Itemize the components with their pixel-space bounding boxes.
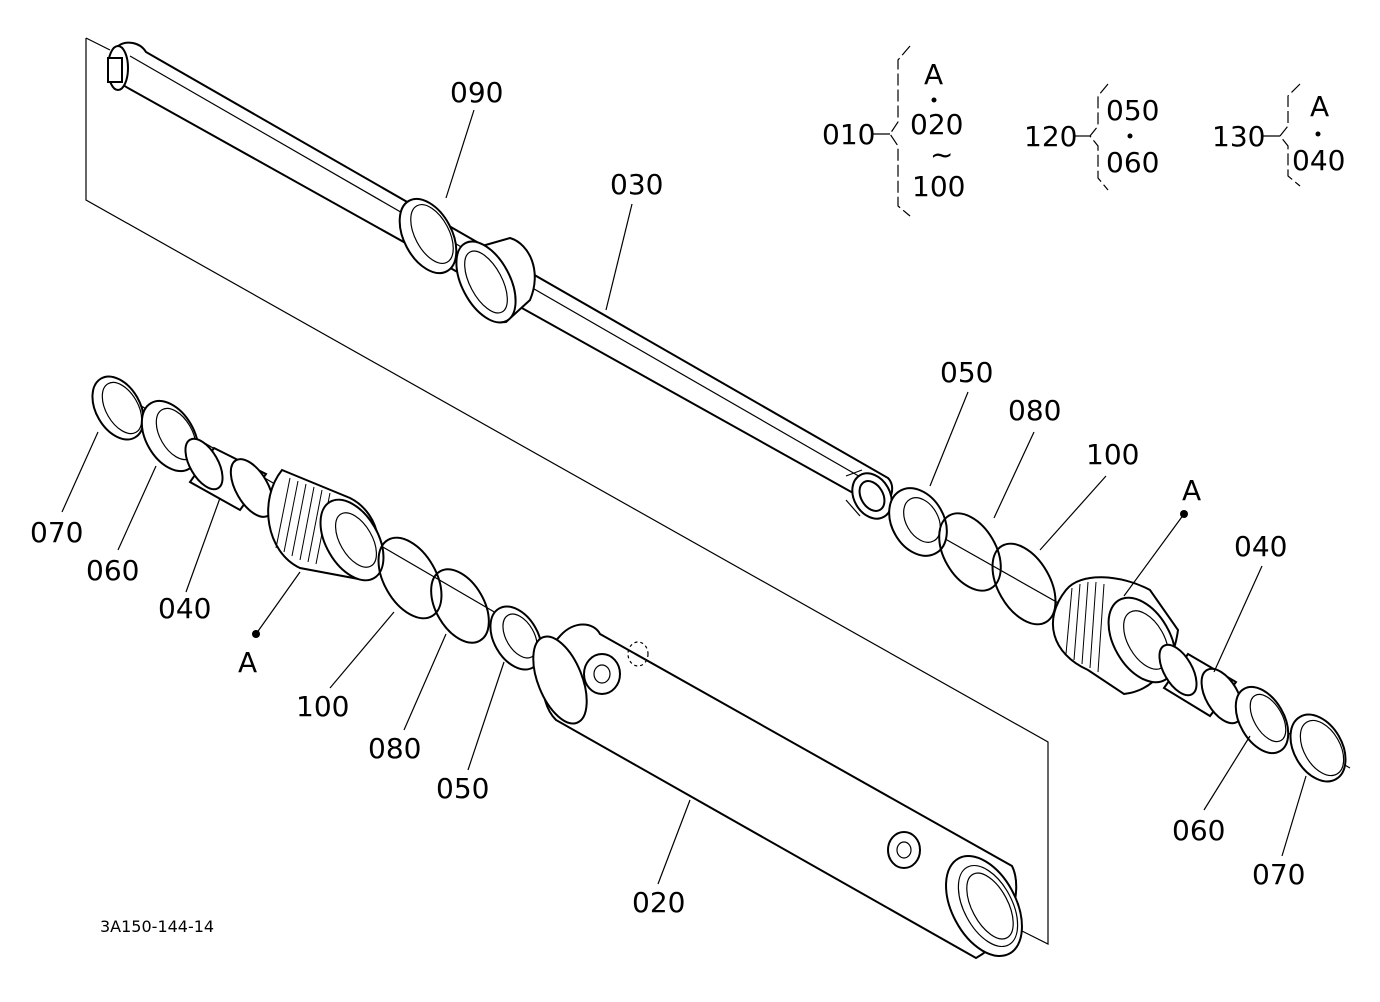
right-snap-ring (1289, 713, 1347, 783)
label-right-ref: A (1182, 474, 1201, 507)
legend-010-mid: 020 (910, 108, 963, 141)
left-backup-ring (377, 536, 443, 620)
legend-group-120: 120 050 060 (1024, 83, 1159, 191)
right-ref-dot (1180, 510, 1188, 518)
assembly-frame (85, 37, 1049, 945)
label-left-ref: A (238, 646, 257, 679)
left-ref-dot (252, 630, 260, 638)
piston-collar (455, 236, 536, 324)
label-left-bushing: 040 (158, 592, 211, 625)
label-left-backup-ring: 100 (296, 690, 349, 723)
cylinder-tube (532, 623, 1023, 960)
label-right-bushing: 040 (1234, 530, 1287, 563)
label-rod-ring: 090 (450, 76, 503, 109)
legend-130-top: A (1310, 90, 1329, 123)
callout-labels: 090 030 070 060 040 A 100 080 050 020 05… (30, 76, 1305, 919)
legend-010-bottom: 100 (912, 170, 965, 203)
label-right-snap-ring: 070 (1252, 858, 1305, 891)
rod-ring (398, 197, 458, 275)
left-snap-ring (91, 375, 145, 441)
label-left-o-ring: 080 (368, 732, 421, 765)
legend-010-tilde: ~ (930, 138, 953, 171)
label-right-o-ring: 080 (1008, 394, 1061, 427)
right-gland (1051, 576, 1180, 696)
legend-group-010: 010 A 020 ~ 100 (822, 45, 965, 217)
legend-group-130: 130 A 040 (1212, 83, 1345, 187)
legend-120-bottom: 060 (1106, 146, 1159, 179)
label-tube: 020 (632, 886, 685, 919)
legend-120-code: 120 (1024, 120, 1077, 153)
legend-130-bottom: 040 (1292, 144, 1345, 177)
label-left-wiper: 060 (86, 554, 139, 587)
left-gland (267, 468, 385, 582)
right-bushing (1158, 643, 1244, 725)
legend-120-top: 050 (1106, 94, 1159, 127)
label-left-seal: 050 (436, 772, 489, 805)
right-seal (888, 487, 948, 557)
drawing-number: 3A150-144-14 (100, 917, 214, 936)
label-rod: 030 (610, 168, 663, 201)
legend-010-code: 010 (822, 118, 875, 151)
left-o-ring (430, 568, 490, 644)
right-backup-ring (991, 542, 1057, 626)
legend-130-code: 130 (1212, 120, 1265, 153)
left-bushing (184, 437, 275, 518)
leader-lines (61, 109, 1307, 885)
label-right-backup-ring: 100 (1086, 438, 1139, 471)
label-left-snap-ring: 070 (30, 516, 83, 549)
label-right-seal: 050 (940, 356, 993, 389)
legend-010-top: A (924, 58, 943, 91)
right-wiper (1234, 685, 1290, 755)
right-o-ring (938, 512, 1002, 592)
label-right-wiper: 060 (1172, 814, 1225, 847)
